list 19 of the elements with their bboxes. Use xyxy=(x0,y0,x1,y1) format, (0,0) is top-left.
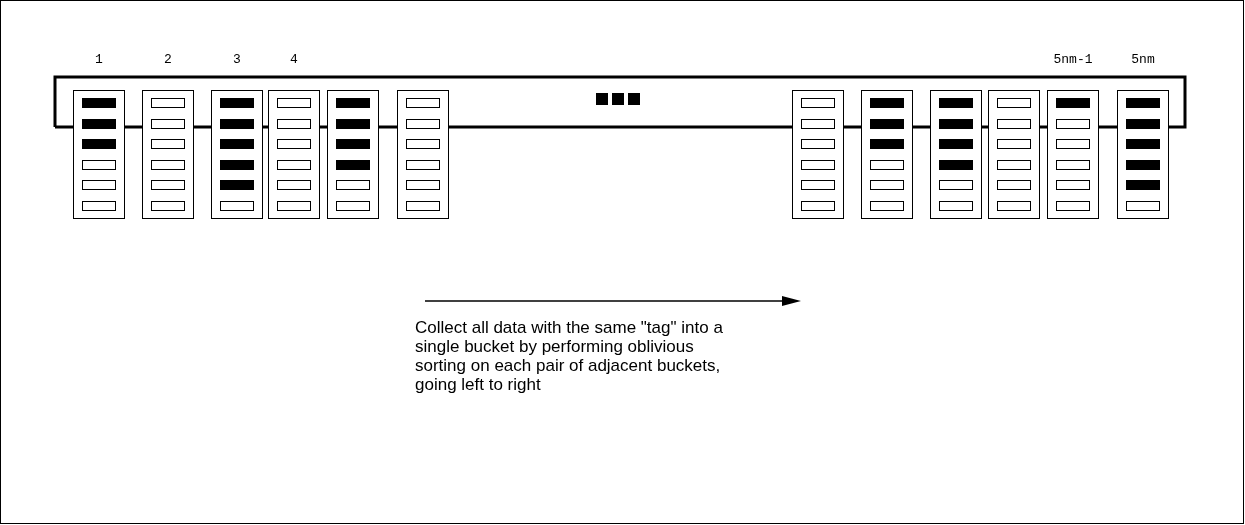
bucket-index: 2 xyxy=(163,53,173,67)
bucket xyxy=(142,90,194,219)
bucket xyxy=(1117,90,1169,219)
bucket xyxy=(792,90,844,219)
bucket-index: 5nm-1 xyxy=(1052,53,1094,67)
caption-text: Collect all data with the same "tag" into a single bucket by performing oblivious sorting on each pair of adjacent buckets, going left to right xyxy=(415,318,724,394)
bucket-index: 3 xyxy=(232,53,242,67)
bucket xyxy=(73,90,125,219)
bucket xyxy=(861,90,913,219)
bucket xyxy=(988,90,1040,219)
bucket xyxy=(211,90,263,219)
bucket xyxy=(930,90,982,219)
bucket-index: 5nm xyxy=(1130,53,1156,67)
bucket xyxy=(1047,90,1099,219)
bucket xyxy=(327,90,379,219)
bucket-index: 1 xyxy=(94,53,104,67)
bucket xyxy=(397,90,449,219)
bucket xyxy=(268,90,320,219)
bucket-index: 4 xyxy=(289,53,299,67)
